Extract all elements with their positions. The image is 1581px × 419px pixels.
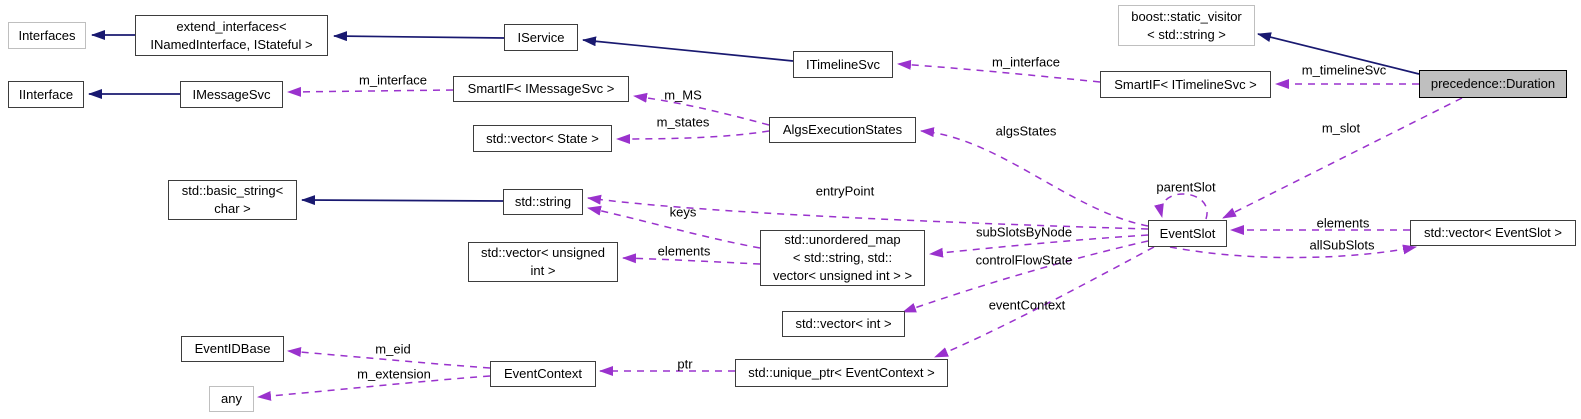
node-label-line: ITimelineSvc xyxy=(806,56,880,72)
node-imessagesvc[interactable]: IMessageSvc xyxy=(180,81,283,108)
node-label-line: extend_interfaces< xyxy=(176,18,287,34)
node-label-line: IService xyxy=(517,29,565,45)
node-label-line: std::string xyxy=(514,194,572,209)
edge-label-m-slot: m_slot xyxy=(1321,120,1361,136)
edge-allsubslots xyxy=(1169,244,1417,259)
edge-label-m-eid: m_eid xyxy=(375,341,411,357)
edge-string-to-basicstring xyxy=(301,195,504,206)
node-label-line: vector< unsigned int > > xyxy=(772,268,913,283)
node-label-line: < std::string > xyxy=(1147,26,1226,42)
node-iinterface[interactable]: IInterface xyxy=(8,81,84,108)
node-vector-int[interactable]: std::vector< int > xyxy=(782,311,905,337)
node-label-line: Interfaces xyxy=(18,27,76,43)
node-label-line: IInterface xyxy=(18,86,74,102)
edge-label-ptr: ptr xyxy=(677,356,693,372)
edge-elements-uint xyxy=(622,253,761,265)
node-label-line: any xyxy=(221,391,242,406)
node-label-line: char > xyxy=(214,201,251,216)
edge-m-slot xyxy=(1222,97,1463,219)
node-label-line: AlgsExecutionStates xyxy=(782,122,903,137)
edge-label-entrypoint: entryPoint xyxy=(815,183,875,199)
node-label-line: SmartIF< IMessageSvc > xyxy=(467,81,615,96)
edge-duration-to-visitor xyxy=(1257,32,1420,75)
node-label-line: EventSlot xyxy=(1159,225,1216,241)
node-eventslot[interactable]: EventSlot xyxy=(1148,220,1227,247)
edge-subslotsbynode xyxy=(929,234,1149,258)
node-label-line: std::vector< unsigned xyxy=(481,245,605,260)
edge-label-allsubslots: allSubSlots xyxy=(1309,237,1375,253)
node-unordered-map[interactable]: std::unordered_map< std::string, std::ve… xyxy=(760,230,925,286)
node-vector-eventslot[interactable]: std::vector< EventSlot > xyxy=(1410,220,1576,246)
node-label-line: SmartIF< ITimelineSvc > xyxy=(1114,76,1257,92)
edge-label-m-interface-msg: m_interface xyxy=(359,72,427,88)
node-label-line: std::vector< State > xyxy=(486,130,599,146)
node-iservice[interactable]: IService xyxy=(504,24,578,51)
edge-label-m-ms: m_MS xyxy=(664,87,702,103)
node-precedence-duration: precedence::Duration xyxy=(1419,70,1567,98)
node-label-line: std::unordered_map xyxy=(784,232,901,247)
edge-label-keys: keys xyxy=(669,204,697,220)
edge-entrypoint xyxy=(587,194,1149,230)
node-label-line: EventIDBase xyxy=(194,341,271,356)
node-interfaces: Interfaces xyxy=(8,22,86,49)
edge-label-elements-uint: elements xyxy=(657,243,711,259)
edge-label-elements-eventslot: elements xyxy=(1316,215,1370,231)
node-extend-interfaces[interactable]: extend_interfaces< INamedInterface, IStat… xyxy=(135,15,328,56)
node-label-line: INamedInterface, IStateful > xyxy=(150,36,313,52)
edge-m-extension xyxy=(257,375,491,401)
edge-eventcontext-edge xyxy=(934,246,1155,358)
node-any: any xyxy=(209,386,254,412)
edge-parentslot xyxy=(1154,193,1208,220)
node-label-line: IMessageSvc xyxy=(192,86,271,102)
edge-itimelinesvc-to-iservice xyxy=(582,36,794,62)
node-smartif-itimelinesvc[interactable]: SmartIF< ITimelineSvc > xyxy=(1100,71,1271,98)
edge-m-interface-timeline xyxy=(897,59,1101,83)
node-label-line: boost::static_visitor xyxy=(1131,8,1242,24)
node-label-line: < std::string, std:: xyxy=(792,250,893,265)
node-label-line: EventContext xyxy=(503,366,583,381)
edge-algsstates xyxy=(920,127,1149,227)
edge-keys xyxy=(587,205,761,249)
node-label-line: std::vector< int > xyxy=(795,316,892,331)
node-smartif-imessagesvc[interactable]: SmartIF< IMessageSvc > xyxy=(453,76,629,102)
node-label-line: std::unique_ptr< EventContext > xyxy=(748,365,935,380)
edge-m-interface-msg xyxy=(287,86,454,97)
edge-m-states xyxy=(616,130,770,144)
node-label-line: precedence::Duration xyxy=(1430,76,1556,91)
node-eventcontext[interactable]: EventContext xyxy=(490,361,596,387)
node-std-string[interactable]: std::string xyxy=(503,189,583,215)
node-label-line: std::vector< EventSlot > xyxy=(1423,225,1563,240)
node-eventidbase[interactable]: EventIDBase xyxy=(181,336,284,362)
edge-label-algsstates: algsStates xyxy=(995,123,1057,139)
edge-label-m-extension: m_extension xyxy=(357,366,431,382)
edge-m-ms xyxy=(633,92,770,126)
node-label-line: int > xyxy=(530,263,556,278)
edge-label-m-states: m_states xyxy=(656,114,710,130)
edge-iservice-to-extend xyxy=(333,31,505,42)
edge-m-eid xyxy=(287,347,491,369)
node-boost-static-visitor: boost::static_visitor< std::string > xyxy=(1118,5,1255,46)
node-vector-state[interactable]: std::vector< State > xyxy=(473,125,612,152)
node-unique-ptr[interactable]: std::unique_ptr< EventContext > xyxy=(735,359,948,387)
edge-label-m-interface-timeline: m_interface xyxy=(992,54,1060,70)
node-itimelinesvc[interactable]: ITimelineSvc xyxy=(793,51,893,78)
edge-label-subslotsbynode: subSlotsByNode xyxy=(975,224,1073,240)
edge-label-parentslot: parentSlot xyxy=(1156,179,1216,195)
edge-label-controlflowstate: controlFlowState xyxy=(975,252,1073,268)
node-algsexecutionstates[interactable]: AlgsExecutionStates xyxy=(769,117,916,143)
edge-label-m-timelinesvc: m_timelineSvc xyxy=(1301,62,1387,78)
node-basic-string[interactable]: std::basic_string<char > xyxy=(168,180,297,220)
edge-label-eventcontext-edge: eventContext xyxy=(988,297,1066,313)
node-label-line: std::basic_string< xyxy=(181,183,284,198)
